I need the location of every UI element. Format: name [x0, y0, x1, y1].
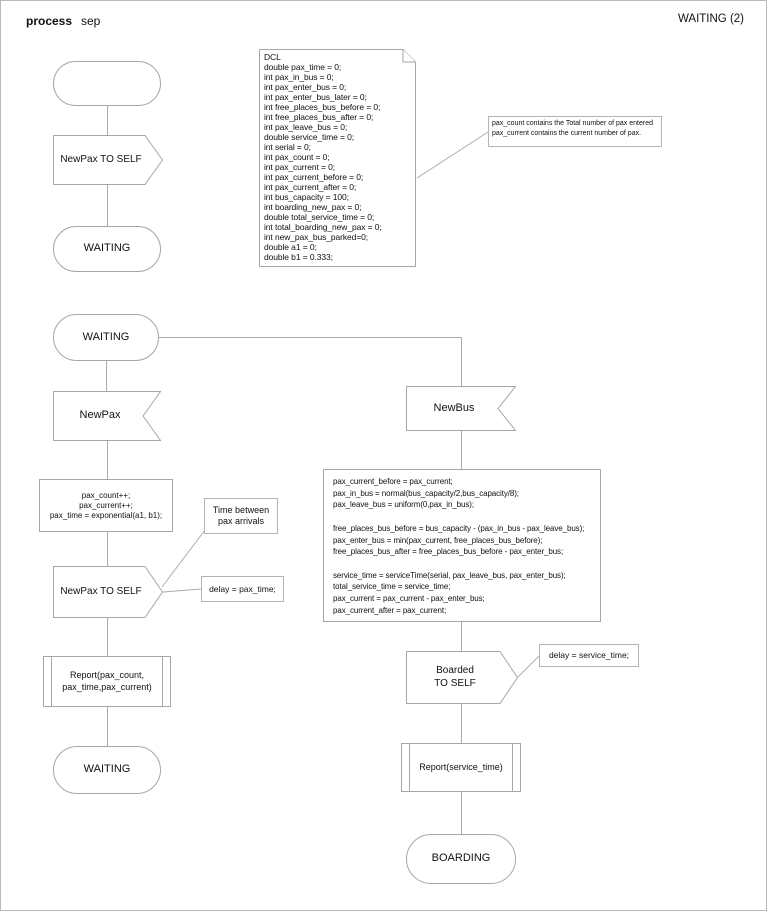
comment-delay-pax[interactable]: delay = pax_time;	[201, 576, 284, 602]
output-boarded-to-self[interactable]: Boarded TO SELF	[406, 651, 519, 704]
output-symbol-shape	[53, 135, 164, 185]
input-symbol-shape	[53, 391, 162, 441]
output-newpax-to-self-top[interactable]: NewPax TO SELF	[53, 135, 164, 185]
state-waiting-2-label: WAITING	[82, 330, 130, 343]
output-newpax-to-self[interactable]: NewPax TO SELF	[53, 566, 164, 618]
state-waiting-1-label: WAITING	[83, 242, 131, 255]
input-newbus-label: NewBus	[433, 401, 475, 414]
output-newpax-to-self-top-label: NewPax TO SELF	[60, 153, 142, 165]
dcl-text-symbol[interactable]: DCL double pax_time = 0; int pax_in_bus …	[259, 49, 416, 267]
state-waiting-3[interactable]: WAITING	[53, 746, 161, 794]
input-newpax[interactable]: NewPax	[53, 391, 162, 441]
comment-pax-note-text: pax_count contains the Total number of p…	[492, 120, 653, 137]
task-pax-count[interactable]: pax_count++; pax_current++; pax_time = e…	[39, 479, 173, 532]
procedure-report-pax-label: Report(pax_count, pax_time,pax_current)	[62, 670, 152, 692]
task-pax-count-code: pax_count++; pax_current++; pax_time = e…	[49, 490, 163, 520]
task-bus-calculations[interactable]: pax_current_before = pax_current; pax_in…	[323, 469, 601, 622]
comment-time-between[interactable]: Time between pax arrivals	[204, 498, 278, 534]
page-title: WAITING (2)	[677, 13, 744, 25]
comment-delay-service[interactable]: delay = service_time;	[539, 644, 639, 667]
comment-pax-note[interactable]: pax_count contains the Total number of p…	[488, 116, 662, 147]
process-keyword-label: process	[26, 14, 73, 28]
output-newpax-to-self-label: NewPax TO SELF	[60, 585, 142, 597]
state-waiting-3-label: WAITING	[83, 763, 131, 776]
task-bus-calculations-code: pax_current_before = pax_current; pax_in…	[333, 477, 585, 615]
text-symbol-shape	[259, 49, 416, 267]
procedure-report-service[interactable]: Report(service_time)	[401, 743, 521, 792]
state-waiting-1[interactable]: WAITING	[53, 226, 161, 272]
output-symbol-shape	[406, 651, 519, 704]
state-boarding[interactable]: BOARDING	[406, 834, 516, 884]
comment-delay-pax-text: delay = pax_time;	[209, 583, 276, 594]
start-symbol[interactable]	[53, 61, 161, 106]
output-symbol-shape	[53, 566, 164, 618]
state-waiting-2[interactable]: WAITING	[53, 314, 159, 361]
input-newbus[interactable]: NewBus	[406, 386, 517, 431]
comment-delay-service-text: delay = service_time;	[548, 650, 630, 661]
input-symbol-shape	[406, 386, 517, 431]
process-name-label: sep	[81, 14, 101, 28]
input-newpax-label: NewPax	[79, 409, 121, 422]
output-boarded-to-self-label: Boarded TO SELF	[434, 665, 476, 689]
procedure-report-pax[interactable]: Report(pax_count, pax_time,pax_current)	[43, 656, 171, 707]
state-boarding-label: BOARDING	[431, 852, 491, 865]
procedure-report-service-label: Report(service_time)	[419, 761, 503, 772]
comment-time-between-text: Time between pax arrivals	[212, 504, 270, 526]
dcl-declarations-text: DCL double pax_time = 0; int pax_in_bus …	[264, 52, 382, 262]
